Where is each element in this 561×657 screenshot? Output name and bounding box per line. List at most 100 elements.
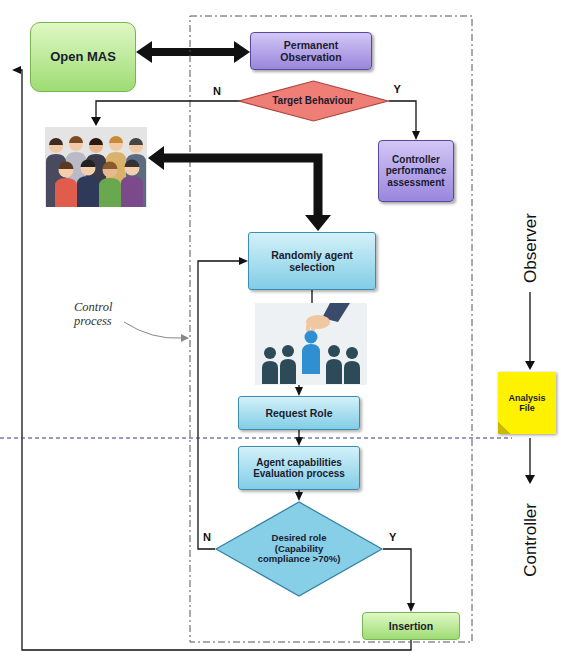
people-crowd-picture: [45, 127, 147, 207]
people-crowd-picture-part: [77, 176, 99, 207]
text-group: Target Behaviour: [272, 95, 354, 107]
branch-label: Y: [393, 84, 402, 95]
people-crowd-picture-part: [109, 136, 123, 143]
node-text: Desired role (Capability compliance >70%…: [252, 533, 346, 566]
process-box: Insertion: [362, 612, 460, 640]
control-region: [190, 16, 472, 642]
agent-picking-picture-part: [264, 347, 276, 359]
agent-picking-picture-part: [326, 359, 342, 384]
text-group: Desired role (Capability compliance >70%…: [252, 533, 346, 566]
people-crowd-picture-part: [89, 138, 103, 145]
agent-picking-picture-part: [328, 345, 340, 357]
dashed-separator: [0, 438, 512, 439]
people-crowd-picture-part: [69, 136, 83, 143]
agent-picking-picture-part: [305, 331, 318, 344]
branch-label: N: [202, 532, 212, 543]
people-crowd-picture-part: [103, 162, 118, 169]
people-crowd-picture-part: [103, 163, 118, 178]
diamond-fill: [239, 81, 388, 121]
people-crowd-picture-part: [89, 139, 103, 153]
text-group: Agent capabilities Evaluation process: [245, 457, 353, 480]
text-group: Controller performance assessment: [385, 154, 447, 189]
people-crowd-picture-part: [129, 139, 143, 153]
agent-picking-picture-part: [280, 359, 296, 384]
people-crowd-picture-part: [121, 176, 143, 207]
arrow-head: [181, 334, 189, 342]
flow-arrow: [389, 101, 417, 131]
branch-label: N: [213, 85, 221, 97]
flow-arrow: [298, 490, 299, 492]
agent-picking-picture-part: [302, 344, 320, 374]
flow-arrow: [21, 70, 411, 650]
control-leader: [124, 322, 189, 342]
process-box: Permanent Observation: [250, 32, 372, 70]
node-text: Controller performance assessment: [385, 154, 447, 189]
branch-line: [96, 101, 240, 119]
agent-picking-picture-part: [346, 347, 358, 359]
node-text: Randomly agent selection: [255, 249, 369, 273]
picture-ground: [45, 127, 147, 207]
people-crowd-picture-part: [49, 139, 63, 153]
system-box: Open MAS: [30, 22, 136, 92]
node-text: Request Role: [265, 407, 332, 419]
people-crowd-picture-part: [129, 138, 143, 145]
branch-label: Y: [388, 532, 397, 543]
text-group: Insertion: [389, 620, 433, 632]
separator-line: [0, 438, 512, 439]
thick-line: [162, 158, 318, 217]
section-label: Controller: [522, 503, 541, 577]
decision-diamond: Desired role (Capability compliance >70%…: [215, 501, 383, 597]
people-crowd-picture-part: [69, 137, 83, 151]
node-text: Open MAS: [50, 50, 116, 65]
arrow-head: [305, 215, 331, 231]
double-arrow: [152, 48, 234, 56]
process-box: Agent capabilities Evaluation process: [238, 446, 360, 490]
text-group: Permanent Observation: [257, 39, 365, 63]
flow-line: [529, 292, 530, 363]
agent-picking-picture-part: [282, 345, 294, 357]
decision-diamond: Target Behaviour: [238, 80, 389, 122]
node-text: Target Behaviour: [272, 95, 354, 107]
people-crowd-picture-part: [59, 162, 74, 169]
text-group: Request Role: [265, 407, 332, 419]
text-group: Analysis File: [505, 393, 549, 414]
thick-double-arrow: [148, 146, 331, 231]
agent-picking-picture: [255, 303, 367, 385]
diamond-fill: [216, 502, 382, 596]
people-crowd-picture-part: [109, 137, 123, 151]
text-group: Open MAS: [50, 50, 116, 65]
people-crowd-picture-part: [81, 160, 96, 167]
node-text: Insertion: [389, 620, 433, 632]
node-text: Agent capabilities Evaluation process: [245, 457, 353, 480]
section-label: Observer: [522, 213, 541, 283]
people-crowd-picture-part: [81, 161, 96, 176]
people-crowd-picture-part: [125, 160, 140, 167]
people-crowd-picture-part: [59, 163, 74, 178]
agent-picking-picture-part: [344, 361, 360, 384]
people-crowd-picture-part: [99, 178, 121, 207]
arrow-head: [525, 361, 535, 370]
arrow-head: [91, 117, 101, 126]
no-branch-arrow: [91, 101, 240, 126]
flow-arrow: [383, 549, 411, 603]
agent-picking-picture-part: [262, 361, 278, 384]
people-crowd-picture-part: [55, 178, 77, 207]
node-text: Permanent Observation: [257, 39, 365, 63]
node-text: Analysis File: [505, 393, 549, 414]
process-box: Request Role: [238, 396, 360, 430]
flow-arrow: [198, 261, 239, 549]
leader-line: [124, 322, 182, 338]
dashed-region: [190, 16, 472, 642]
flow-arrow: [298, 430, 299, 437]
people-crowd-picture-part: [49, 138, 63, 145]
callout-label: Control process: [74, 300, 134, 328]
arrow-head: [148, 146, 164, 170]
note-shape: Analysis File: [498, 372, 556, 434]
flow-line: [529, 438, 530, 477]
people-crowd-picture-part: [125, 161, 140, 176]
picture-ground: [255, 303, 367, 385]
process-box: Controller performance assessment: [378, 140, 454, 202]
process-box: Randomly agent selection: [248, 232, 376, 290]
arrow-head: [525, 475, 535, 484]
